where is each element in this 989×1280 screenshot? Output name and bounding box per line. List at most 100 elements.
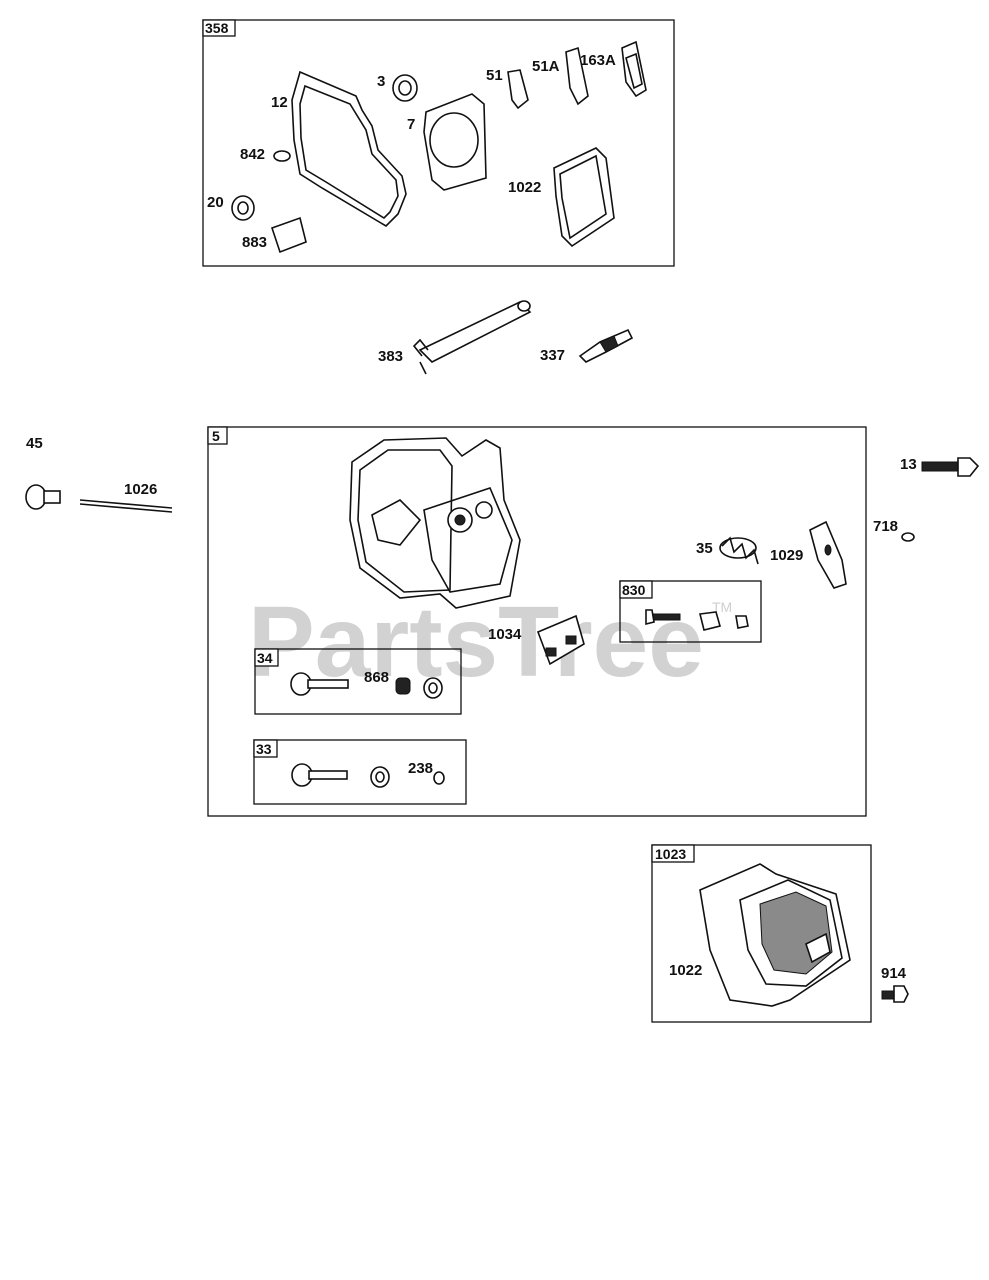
wrench-handle-icon	[412, 338, 429, 375]
part-label-35[interactable]: 35	[696, 540, 713, 557]
part-label-7[interactable]: 7	[407, 116, 415, 133]
kit-5-label: 5	[212, 428, 220, 444]
valve-spring-outline-icon	[719, 537, 757, 559]
rocker-pivot-icon[interactable]	[699, 611, 721, 631]
cylinder-head-fins-icon	[357, 449, 453, 593]
part-label-20[interactable]: 20	[207, 194, 224, 211]
intake-port-icon	[371, 499, 422, 546]
spark-plug-group: 383 337	[378, 300, 634, 375]
part-label-383[interactable]: 383	[378, 348, 403, 365]
part-label-914[interactable]: 914	[881, 965, 907, 982]
guide-slot-2-icon	[545, 647, 557, 657]
air-cleaner-gasket-163A-icon[interactable]	[621, 40, 647, 98]
rocker-cover-gasket-1022-icon[interactable]	[553, 147, 615, 248]
kit-5-tag[interactable]	[207, 426, 228, 445]
rocker-arm-hole-icon	[824, 544, 832, 556]
part-label-883[interactable]: 883	[242, 234, 267, 251]
exhaust-valve-stem-icon	[308, 770, 348, 780]
rocker-stud-center-icon	[454, 514, 466, 526]
valve-spring-icon[interactable]	[721, 536, 759, 565]
part-label-3[interactable]: 3	[377, 73, 385, 90]
head-bolt-icon[interactable]	[921, 461, 961, 472]
kit-33-label: 33	[256, 741, 272, 757]
part-label-1029[interactable]: 1029	[770, 547, 803, 564]
cylinder-head-icon[interactable]	[349, 437, 521, 609]
air-cleaner-gasket-inner-icon	[625, 52, 643, 90]
kit-830-tag[interactable]	[619, 580, 653, 599]
valve-seal-icon[interactable]	[395, 677, 411, 695]
part-label-163A[interactable]: 163A	[580, 52, 616, 69]
oil-seal-inner-icon	[398, 80, 412, 96]
oil-seal-20-inner-icon	[237, 201, 249, 215]
spark-plug-hex-icon	[599, 335, 619, 353]
oil-seal-20-icon[interactable]	[231, 195, 255, 221]
rocker-cover-top-icon	[759, 891, 833, 975]
rocker-stud-hex-icon	[645, 609, 655, 626]
valve-cap-icon[interactable]	[433, 771, 445, 785]
cover-screw-head-icon	[893, 985, 909, 1003]
part-label-842[interactable]: 842	[240, 146, 265, 163]
kit-1023-frame	[651, 844, 872, 1023]
kit-1023-label: 1023	[655, 846, 686, 862]
valve-tappet-icon[interactable]	[25, 484, 47, 510]
watermark-trademark: TM	[712, 599, 732, 615]
part-label-238[interactable]: 238	[408, 760, 433, 777]
part-label-13[interactable]: 13	[900, 456, 917, 473]
kit-34-tag[interactable]	[254, 648, 279, 667]
guide-slot-icon	[565, 635, 577, 645]
part-label-868[interactable]: 868	[364, 669, 389, 686]
tappet-stem-icon	[43, 490, 61, 504]
part-label-718[interactable]: 718	[873, 518, 898, 535]
intake-valve-stem-icon	[307, 679, 349, 689]
kit-358-label: 358	[205, 20, 229, 36]
kit-5-frame	[207, 426, 867, 817]
part-label-12[interactable]: 12	[271, 94, 288, 111]
intake-gasket-51-icon[interactable]	[507, 69, 529, 110]
part-label-1026[interactable]: 1026	[124, 481, 157, 498]
kit-830-label: 830	[622, 582, 646, 598]
pushrod-edge-icon	[79, 503, 173, 513]
pushrod-icon[interactable]	[79, 499, 173, 509]
kit-1023-tag[interactable]	[651, 844, 695, 863]
o-ring-842-icon[interactable]	[273, 150, 291, 162]
kit-358-tag[interactable]	[202, 19, 236, 37]
kit-358-group: 358 12 3 7 51 51A 163A 842 20 88	[202, 19, 675, 267]
head-gasket-icon[interactable]	[423, 93, 487, 191]
valve-retainer-inner-icon	[428, 682, 438, 694]
kit-34-frame	[254, 648, 462, 715]
kit-33-tag[interactable]	[253, 739, 278, 758]
rocker-stud-2-icon	[475, 501, 493, 519]
part-label-337[interactable]: 337	[540, 347, 565, 364]
rocker-cover-gasket-icon[interactable]	[699, 863, 851, 1007]
gasket-883-icon[interactable]	[270, 216, 307, 254]
kit-33-frame	[253, 739, 467, 805]
dowel-pin-icon[interactable]	[901, 532, 915, 542]
exhaust-retainer-icon[interactable]	[370, 766, 390, 788]
part-label-45[interactable]: 45	[26, 435, 43, 452]
kit-1023-group: 1023 1022 914	[651, 844, 909, 1023]
spark-plug-wrench-icon[interactable]	[418, 301, 532, 363]
crankcase-gasket-inner-icon	[299, 84, 399, 220]
part-label-1034[interactable]: 1034	[488, 626, 522, 643]
wrench-end-icon	[517, 300, 531, 312]
oil-seal-icon[interactable]	[392, 74, 418, 102]
kit-358-frame	[202, 19, 675, 267]
part-label-51[interactable]: 51	[486, 67, 503, 84]
kit-830-frame	[619, 580, 762, 643]
head-bolt-hex-icon	[957, 457, 980, 477]
part-label-1022[interactable]: 1022	[508, 179, 541, 196]
intake-gasket-51A-icon[interactable]	[565, 46, 589, 106]
kit-5-group: 5 35 1029 1034 830 34	[207, 426, 867, 817]
part-label-51A[interactable]: 51A	[532, 58, 560, 75]
rocker-cover-gasket-inner-icon	[559, 154, 607, 240]
valve-retainer-icon[interactable]	[423, 677, 443, 699]
kit-34-label: 34	[257, 650, 273, 666]
bolt-group: 13 718	[873, 456, 980, 542]
rocker-chamber-icon	[423, 487, 513, 593]
ohv-badge-icon	[805, 932, 831, 964]
pushrod-group: 45 1026	[25, 435, 173, 513]
rocker-nut-icon[interactable]	[735, 615, 749, 629]
part-label-1022-cover[interactable]: 1022	[669, 962, 702, 979]
crankcase-gasket-icon[interactable]	[291, 70, 407, 228]
